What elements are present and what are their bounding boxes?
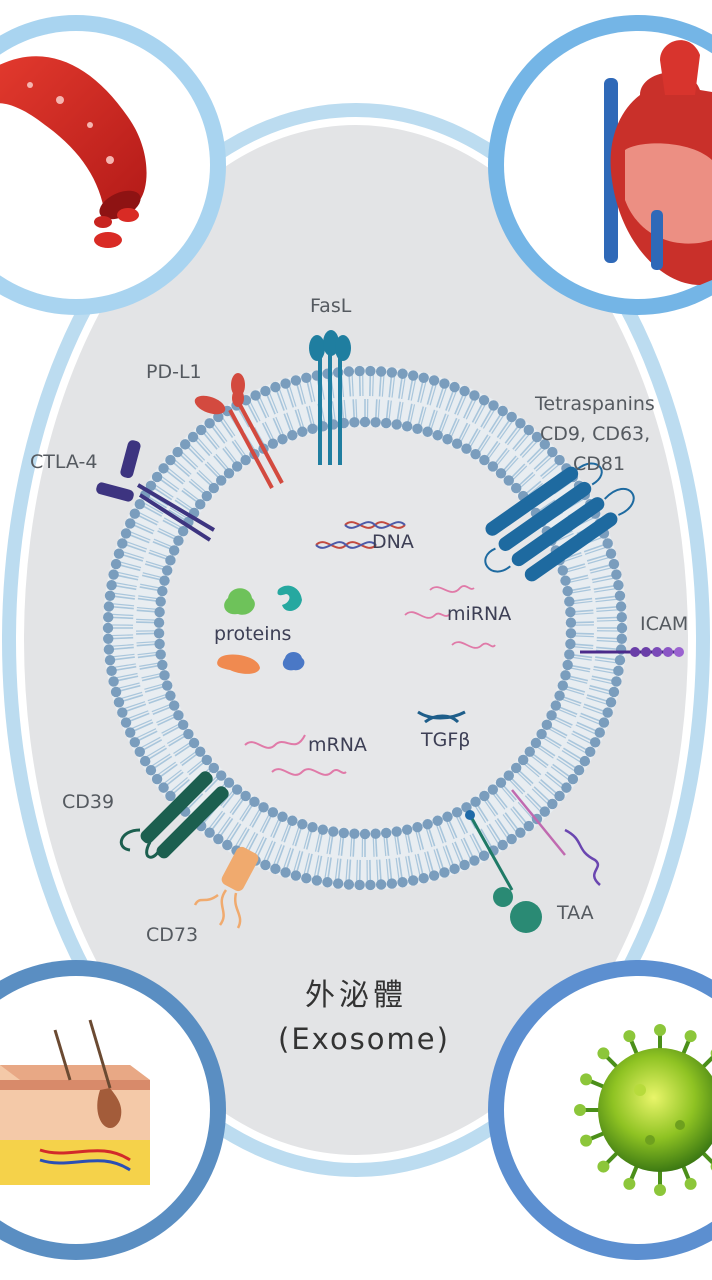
virus-icon (574, 1024, 712, 1196)
skin-icon (0, 1019, 150, 1185)
title-chinese: 外泌體 (305, 978, 407, 1013)
skin-circle (0, 960, 226, 1260)
heart-icon (604, 40, 712, 285)
virus-circle (488, 960, 712, 1260)
label-dna: DNA (372, 531, 414, 553)
label-proteins: proteins (214, 623, 291, 645)
blood-vessel-circle (0, 15, 226, 315)
mirna-strands (404, 585, 496, 649)
label-fasl: FasL (310, 295, 352, 317)
label-tgfb: TGFβ (420, 729, 470, 751)
label-tetraspanins: Tetraspanins (534, 393, 655, 415)
ctla4-protein (96, 440, 216, 542)
label-cd81: CD81 (573, 453, 625, 475)
fasl-protein (309, 330, 351, 465)
label-cd9-cd63: CD9, CD63, (540, 423, 650, 445)
label-cd39: CD39 (62, 791, 114, 813)
blood-vessel-icon (0, 56, 147, 248)
label-icam: ICAM (640, 613, 688, 635)
label-ctla4: CTLA-4 (30, 451, 97, 473)
taa-protein (465, 789, 601, 933)
label-cd73: CD73 (146, 924, 198, 946)
tetraspanins-protein (484, 462, 635, 582)
label-mrna: mRNA (308, 734, 367, 756)
cd39-protein (119, 771, 229, 859)
mrna-strands (244, 734, 347, 776)
proteins-cluster (217, 585, 305, 674)
dna-strand (315, 521, 406, 549)
cd73-protein (193, 846, 259, 929)
tgfb-molecule (417, 710, 466, 724)
pdl1-protein (194, 373, 284, 489)
label-mirna: miRNA (447, 603, 511, 625)
icam-protein (580, 647, 684, 657)
heart-circle (488, 15, 712, 315)
label-pdl1: PD-L1 (146, 361, 202, 383)
title-english: (Exosome) (278, 1022, 450, 1056)
label-taa: TAA (556, 902, 594, 924)
